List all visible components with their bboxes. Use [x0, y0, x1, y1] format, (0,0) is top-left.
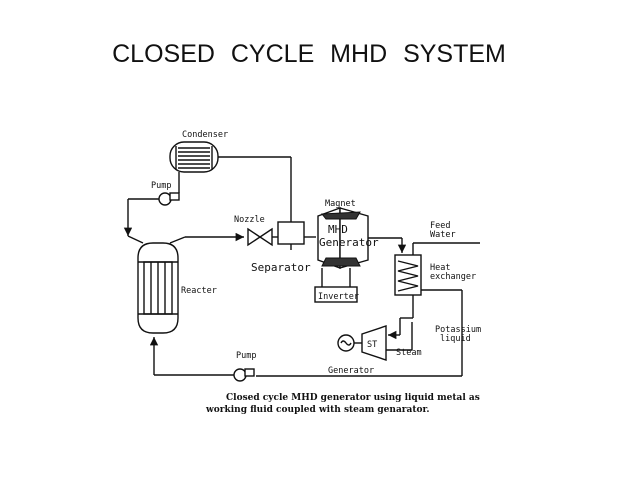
- heat-label-line2: exchanger: [430, 272, 476, 282]
- potassium-label-line2: liquid: [440, 334, 471, 344]
- steam-turbine: [337, 325, 387, 361]
- feed-label-line2: Water: [430, 230, 456, 240]
- pump-top: [158, 192, 180, 206]
- nozzle-label: Nozzle: [234, 215, 265, 225]
- caption-line2: working fluid coupled with steam genarat…: [205, 405, 430, 415]
- condenser: [169, 141, 219, 173]
- pump-bottom: [233, 368, 255, 382]
- steam-label: Steam: [396, 348, 422, 358]
- reactor-label: Reacter: [181, 286, 217, 296]
- inverter: [314, 286, 358, 303]
- potassium-label-line1: Potassium: [435, 325, 481, 335]
- slide-title: CLOSED CYCLE MHD SYSTEM: [112, 40, 506, 68]
- caption-line1: Closed cycle MHD generator using liquid …: [226, 393, 480, 403]
- mhd-label-line1: MHD: [328, 223, 348, 236]
- reactor: [137, 242, 179, 334]
- pump-top-label: Pump: [151, 181, 171, 191]
- condenser-label: Condenser: [182, 130, 228, 140]
- inverter-label: Inverter: [318, 292, 359, 302]
- heat-label-line1: Heat: [430, 263, 450, 273]
- mhd-generator: [317, 207, 369, 269]
- separator: [277, 221, 305, 245]
- generator-label: Generator: [328, 366, 374, 376]
- pump-bottom-label: Pump: [236, 351, 256, 361]
- feed-label-line1: Feed: [430, 221, 450, 231]
- nozzle-valve: [247, 227, 273, 247]
- magnet-label: Magnet: [325, 199, 356, 209]
- mhd-label-line2: Generator: [319, 236, 379, 249]
- heat-exchanger: [394, 254, 422, 296]
- st-label: ST: [367, 340, 377, 350]
- separator-label: Separator: [251, 261, 311, 274]
- flow-lines: [123, 156, 480, 377]
